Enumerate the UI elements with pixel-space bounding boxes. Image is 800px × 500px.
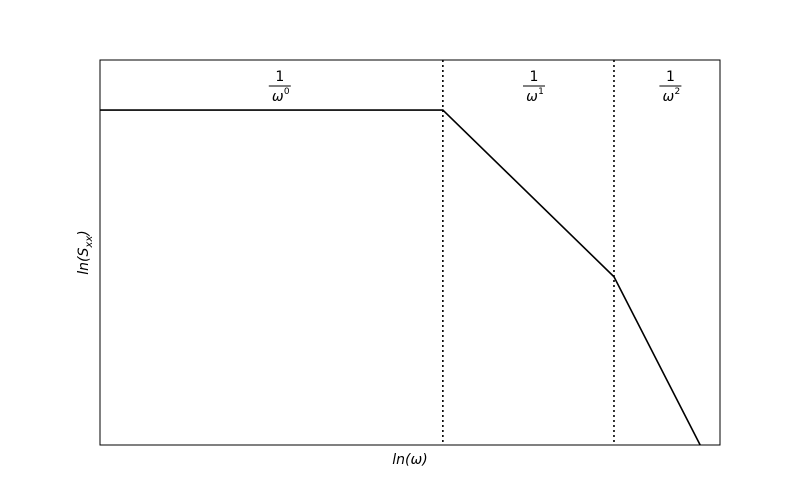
region-label-numerator: 1 — [275, 69, 284, 85]
y-axis-label-sub: xx — [84, 236, 95, 249]
region-label-exponent: 0 — [284, 87, 290, 97]
series-line — [100, 109, 701, 446]
plot-frame — [99, 59, 721, 446]
region-label-exponent: 2 — [675, 87, 681, 97]
y-axis-label: ln(Sxx) — [76, 230, 95, 274]
x-axis-label: ln(ω) — [392, 452, 427, 468]
region-label-denominator: ω — [272, 89, 284, 105]
region-label-numerator: 1 — [530, 69, 539, 85]
y-axis-label-close: ) — [76, 230, 92, 236]
breakpoint-lines — [442, 60, 615, 445]
y-axis-label-main: ln(S — [76, 247, 92, 274]
region-label-exponent: 1 — [538, 87, 544, 97]
region-label-denominator: ω — [663, 89, 675, 105]
region-label-denominator: ω — [526, 89, 538, 105]
region-label-numerator: 1 — [666, 69, 675, 85]
